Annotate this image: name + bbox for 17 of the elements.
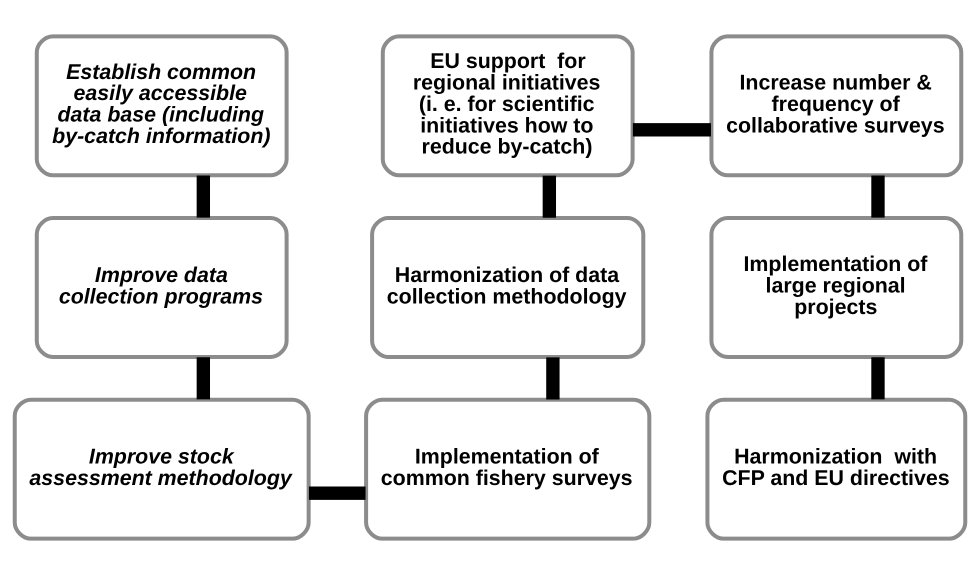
connector xyxy=(632,122,710,136)
connector xyxy=(196,175,210,218)
node-box: Improve data collection programs xyxy=(34,216,288,358)
node-box: Harmonization with CFP and EU directives xyxy=(704,397,967,540)
connector xyxy=(308,486,366,500)
node-box: Improve stock assessment methodology xyxy=(12,397,310,540)
node-box: Harmonization of data collection methodology xyxy=(370,216,645,358)
connector xyxy=(870,356,884,399)
connector xyxy=(542,175,556,218)
node-box: Increase number & frequency of collaborative surveys xyxy=(708,34,963,177)
node-box: Implementation of common fishery surveys xyxy=(364,397,651,540)
connector xyxy=(870,175,884,218)
node-box: Implementation of large regional projects xyxy=(708,216,963,358)
connector xyxy=(546,356,560,399)
connector xyxy=(196,356,210,399)
node-box: EU support for regional initiatives (i. e. for scientific initiatives how to reduce by-catch) xyxy=(380,34,634,177)
node-box: Establish common easily accessible data base (including by-catch information) xyxy=(34,34,288,177)
